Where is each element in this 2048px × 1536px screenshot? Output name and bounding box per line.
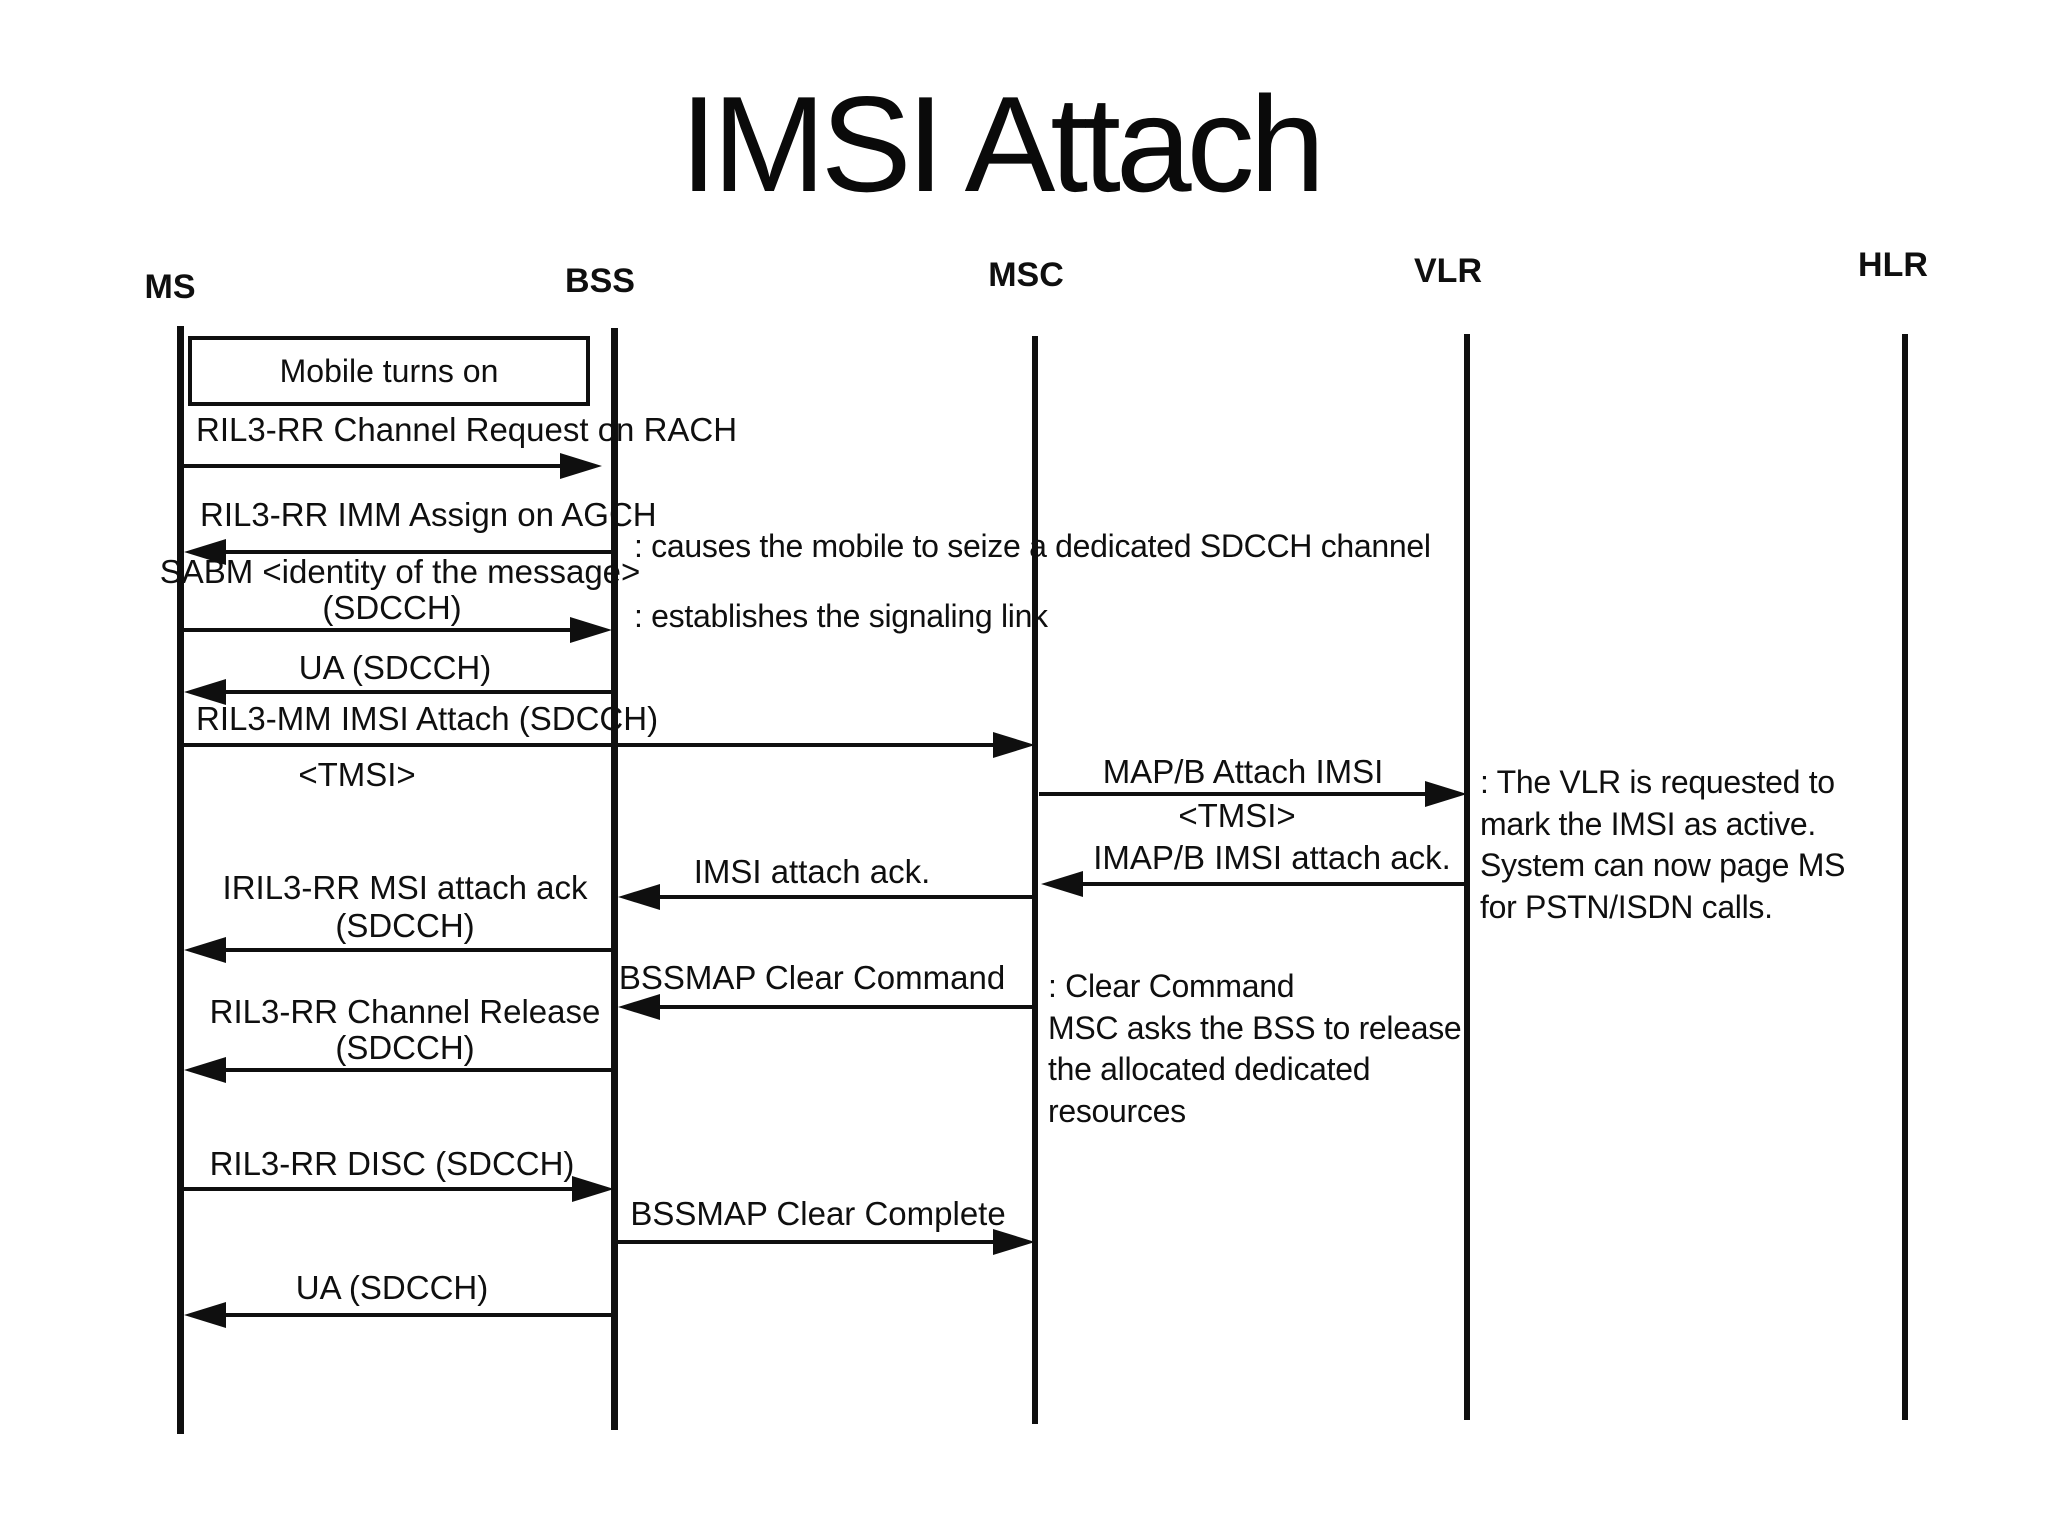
message-imsi-attach-arrow (182, 743, 993, 747)
message-clear-complete-label: BSSMAP Clear Complete (630, 1195, 1006, 1232)
message-ua1-label: UA (SDCCH) (298, 649, 492, 686)
annotation-line: : The VLR is requested to (1480, 764, 1835, 800)
message-imm-assign-label: RIL3-RR IMM Assign on AGCH (200, 496, 657, 533)
actor-label-vlr: VLR (1414, 252, 1482, 290)
arrowhead-left-icon (618, 884, 660, 910)
annotation-signaling-link: : establishes the signaling link (634, 596, 1048, 638)
actor-label-bss: BSS (565, 262, 635, 300)
actor-label-hlr: HLR (1858, 246, 1928, 284)
arrowhead-left-icon (184, 1302, 226, 1328)
message-ua2-label: UA (SDCCH) (295, 1269, 489, 1306)
actor-label-msc: MSC (988, 256, 1064, 294)
annotation-line: for PSTN/ISDN calls. (1480, 888, 1773, 925)
message-imsi-attach-label: RIL3-MM IMSI Attach (SDCCH) (196, 700, 659, 737)
message-channel-request-arrow (182, 464, 560, 468)
message-map-attach-label: MAP/B Attach IMSI (1102, 753, 1384, 790)
arrowhead-right-icon (560, 453, 602, 479)
message-channel-release-label: RIL3-RR Channel Release (209, 993, 601, 1030)
annotation-line: the allocated dedicated (1048, 1051, 1371, 1088)
message-ril-ack-label2: (SDCCH) (335, 907, 475, 944)
message-imsi-ack-arrow (660, 895, 1035, 899)
lifeline-vlr (1464, 334, 1470, 1420)
annotation-line: mark the IMSI as active. (1480, 805, 1817, 842)
message-disc-arrow (182, 1187, 572, 1191)
arrowhead-left-icon (618, 994, 660, 1020)
annotation-line: resources (1048, 1092, 1186, 1129)
message-imsi-attach-sub: <TMSI> (298, 756, 416, 793)
annotation-vlr-note: : The VLR is requested to mark the IMSI … (1480, 762, 1845, 928)
arrowhead-left-icon (184, 937, 226, 963)
annotation-line: MSC asks the BSS to release (1048, 1009, 1462, 1046)
arrowhead-left-icon (184, 1057, 226, 1083)
message-map-ack-arrow (1083, 882, 1467, 886)
message-sabm-label: SABM <identity of the message> (159, 553, 641, 590)
annotation-seize-sdcch: : causes the mobile to seize a dedicated… (634, 526, 1431, 568)
message-channel-release-arrow (226, 1068, 614, 1072)
message-clear-complete-arrow (618, 1240, 993, 1244)
message-sabm-label2: (SDCCH) (322, 589, 462, 626)
message-disc-label: RIL3-RR DISC (SDCCH) (209, 1145, 575, 1182)
arrowhead-left-icon (184, 539, 226, 565)
note-box: Mobile turns on (188, 336, 590, 406)
annotation-line: System can now page MS (1480, 847, 1846, 884)
message-map-attach-sub: <TMSI> (1178, 797, 1296, 834)
message-sabm-arrow (182, 628, 570, 632)
lifeline-bss (611, 328, 618, 1430)
message-imsi-ack-label: IMSI attach ack. (693, 853, 931, 890)
arrowhead-left-icon (184, 679, 226, 705)
arrowhead-right-icon (570, 617, 612, 643)
annotation-clear-command: : Clear Command MSC asks the BSS to rele… (1048, 966, 1462, 1132)
annotation-line: : establishes the signaling link (634, 598, 1048, 634)
message-ua1-arrow (226, 690, 614, 694)
actor-label-ms: MS (144, 268, 196, 306)
message-ua2-arrow (226, 1313, 614, 1317)
message-channel-request-label: RIL3-RR Channel Request on RACH (196, 411, 738, 448)
message-clear-command-label: BSSMAP Clear Command (618, 959, 1006, 996)
message-ril-ack-label: IRIL3-RR MSI attach ack (222, 869, 588, 906)
message-channel-release-label2: (SDCCH) (335, 1029, 475, 1066)
lifeline-msc (1032, 336, 1038, 1424)
annotation-line: : Clear Command (1048, 968, 1295, 1004)
arrowhead-right-icon (572, 1176, 614, 1202)
note-box-label: Mobile turns on (279, 352, 499, 389)
message-ril-ack-arrow (226, 948, 614, 952)
arrowhead-right-icon (1425, 781, 1467, 807)
message-map-attach-arrow (1039, 792, 1425, 796)
page-title: IMSI Attach (679, 68, 1325, 220)
annotation-line: : causes the mobile to seize a dedicated… (634, 528, 1431, 564)
arrowhead-left-icon (1041, 871, 1083, 897)
arrowhead-right-icon (993, 1229, 1035, 1255)
lifeline-hlr (1902, 334, 1908, 1420)
arrowhead-right-icon (993, 732, 1035, 758)
message-map-ack-label: IMAP/B IMSI attach ack. (1093, 839, 1451, 876)
lifeline-ms (177, 326, 184, 1434)
message-imm-assign-arrow (226, 550, 614, 554)
message-clear-command-arrow (660, 1005, 1035, 1009)
